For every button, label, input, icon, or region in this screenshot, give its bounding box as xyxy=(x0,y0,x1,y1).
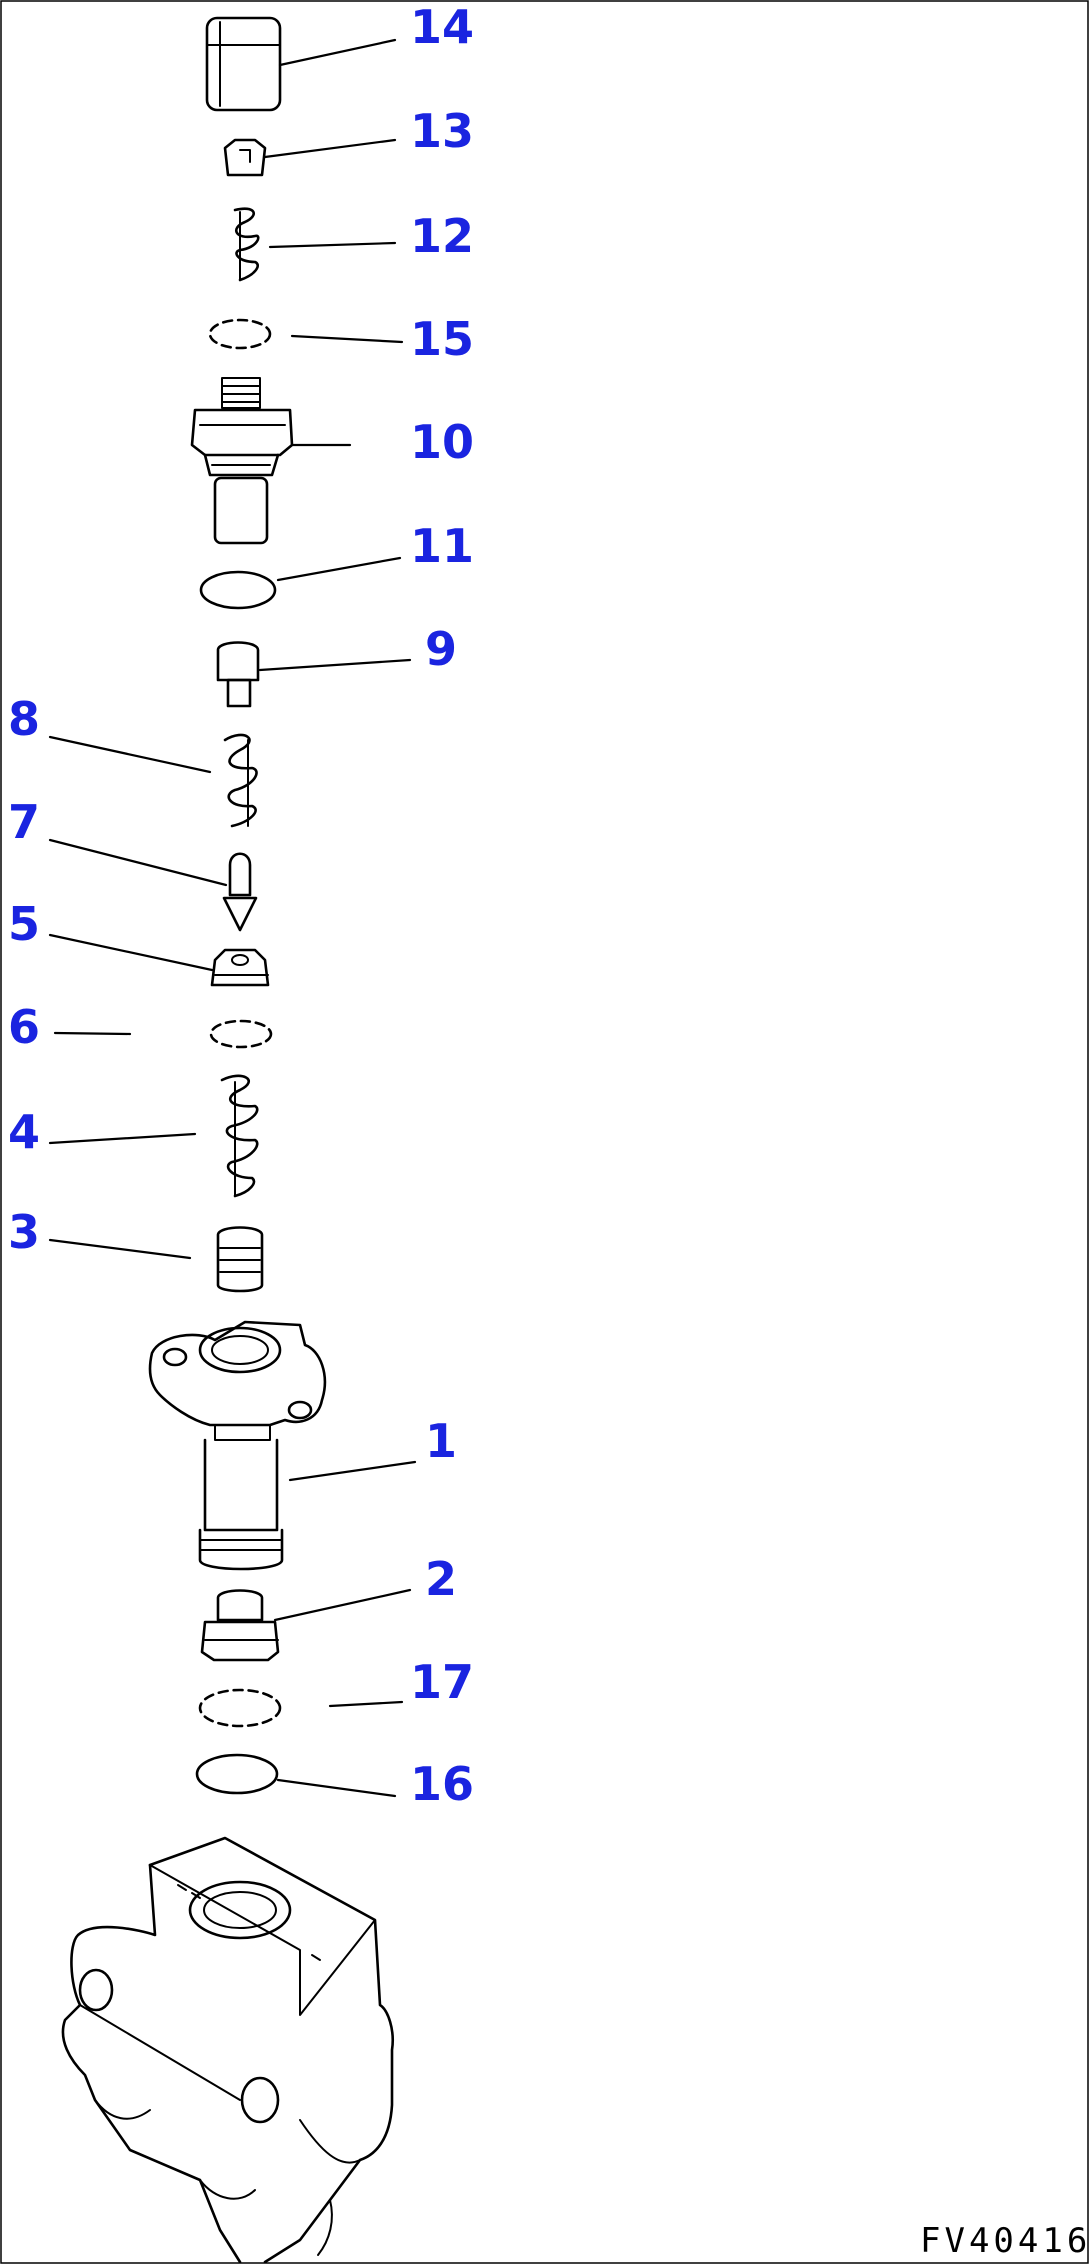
part-16-o-ring xyxy=(195,1753,279,1795)
leader-7 xyxy=(48,838,228,887)
part-12-spring xyxy=(233,207,260,282)
leader-5 xyxy=(48,933,214,972)
callout-4: 4 xyxy=(8,1105,40,1159)
leader-8 xyxy=(48,735,212,774)
part-11-o-ring xyxy=(199,570,277,610)
callout-11: 11 xyxy=(410,519,474,573)
part-4-spring xyxy=(220,1074,259,1198)
callout-17: 17 xyxy=(410,1655,474,1709)
callout-2: 2 xyxy=(425,1552,457,1606)
part-6-o-ring xyxy=(209,1019,273,1049)
callout-14: 14 xyxy=(410,0,474,54)
part-10-body xyxy=(190,377,294,545)
callout-6: 6 xyxy=(8,1000,40,1054)
leader-11 xyxy=(276,556,402,582)
part-1-flange-body xyxy=(148,1320,327,1571)
callout-16: 16 xyxy=(410,1757,474,1811)
callout-1: 1 xyxy=(425,1414,457,1468)
leader-2 xyxy=(273,1588,412,1622)
part-5-seat xyxy=(210,948,270,987)
part-9-pin xyxy=(216,641,260,708)
part-17-o-ring xyxy=(198,1688,282,1728)
leader-16 xyxy=(276,1778,397,1798)
figure-id: FV40416 xyxy=(920,2221,1090,2261)
callout-12: 12 xyxy=(410,209,474,263)
callout-8: 8 xyxy=(8,692,40,746)
part-2-nut xyxy=(200,1589,280,1662)
part-14-cap xyxy=(205,16,282,112)
leader-9 xyxy=(258,658,412,672)
part-3-plug xyxy=(216,1226,264,1293)
part-15-o-ring xyxy=(208,318,272,350)
part-8-spring xyxy=(223,733,258,828)
part-7-needle xyxy=(222,852,258,932)
callout-10: 10 xyxy=(410,415,474,469)
leader-14 xyxy=(278,38,397,67)
leader-17 xyxy=(328,1700,404,1708)
part-13-nut xyxy=(223,138,267,177)
callout-15: 15 xyxy=(410,312,474,366)
leader-15 xyxy=(290,334,404,344)
callout-9: 9 xyxy=(425,622,457,676)
callout-5: 5 xyxy=(8,897,40,951)
callout-13: 13 xyxy=(410,104,474,158)
leader-13 xyxy=(263,138,397,159)
leader-3 xyxy=(48,1238,192,1260)
mating-housing xyxy=(61,1836,394,2264)
leader-6 xyxy=(53,1031,132,1036)
leader-1 xyxy=(288,1460,417,1482)
callout-7: 7 xyxy=(8,795,40,849)
callout-3: 3 xyxy=(8,1205,40,1259)
leader-12 xyxy=(268,241,397,249)
leader-4 xyxy=(48,1132,197,1145)
